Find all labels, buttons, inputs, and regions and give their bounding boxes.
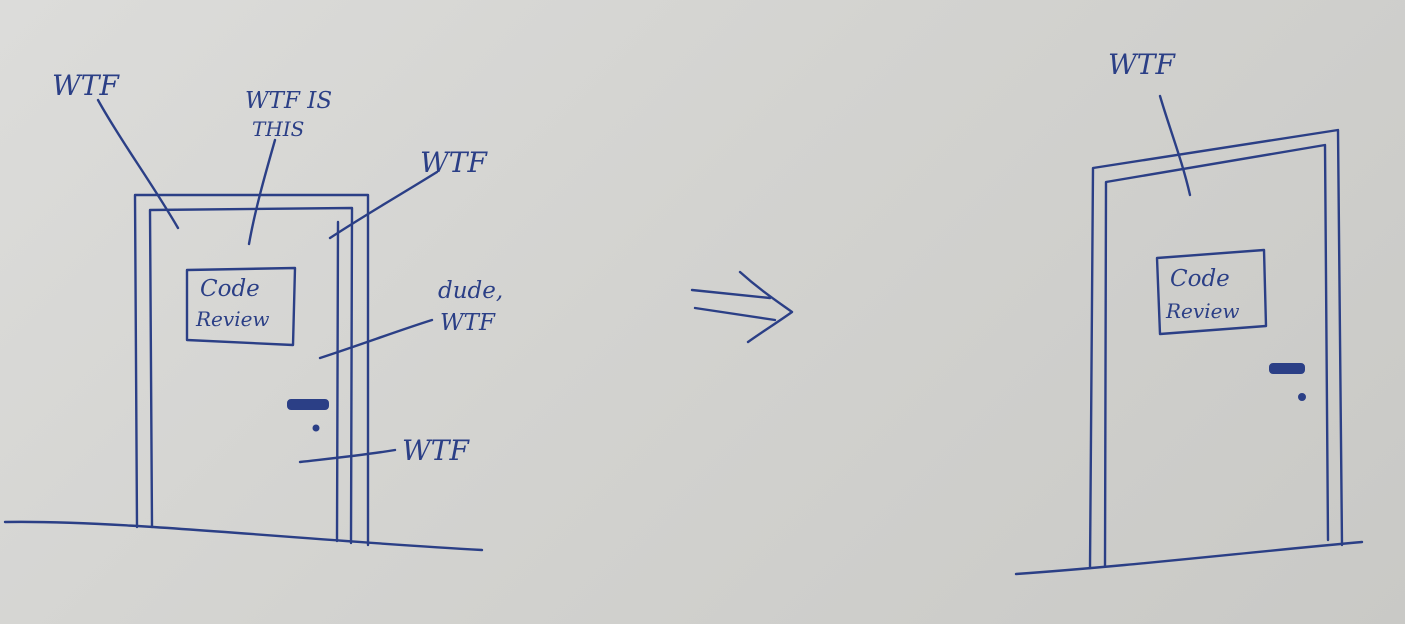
right-label-top: WTF (1108, 48, 1176, 81)
left-annotation-line-bottom-right (298, 448, 397, 464)
left-label-middle-right-1: dude, (438, 278, 503, 304)
left-label-top-center-2: THIS (252, 117, 304, 141)
left-annotation-line-top-left (96, 98, 180, 230)
left-door-jamb-line (335, 220, 340, 543)
left-door-handle (287, 399, 329, 410)
right-door-outer-frame (1088, 128, 1344, 570)
right-annotation-line-top (1158, 94, 1192, 197)
left-label-top-center-1: WTF IS (245, 88, 332, 114)
right-floor-line (1014, 540, 1364, 576)
left-sign-box (185, 266, 297, 347)
right-door-keyhole (1298, 393, 1306, 401)
left-annotation-line-top-right (328, 170, 439, 240)
left-label-middle-right-2: WTF (440, 310, 496, 336)
left-annotation-line-middle-right (318, 318, 434, 360)
left-label-top-right: WTF (420, 146, 488, 179)
left-sign-line2: Review (195, 307, 270, 331)
left-door-outer-frame (133, 193, 370, 547)
left-sign-line1: Code (200, 276, 260, 302)
right-sign-box (1155, 248, 1268, 336)
right-door-handle (1269, 363, 1305, 374)
left-label-top-left: WTF (52, 69, 120, 102)
left-door-diagram: Code Review WTF WTF IS THIS WTF dude, WT… (3, 69, 503, 552)
left-floor-line (3, 520, 484, 552)
right-sign-line1: Code (1170, 266, 1230, 292)
right-door-inner-frame (1103, 143, 1330, 568)
left-annotation-line-top-center (247, 138, 277, 246)
left-label-bottom-right: WTF (402, 434, 470, 467)
left-door-keyhole (312, 424, 320, 432)
right-sign-line2: Review (1165, 299, 1240, 323)
double-arrow-right-icon (690, 270, 794, 344)
left-door-inner-frame (148, 206, 354, 545)
right-door-diagram: Code Review WTF (1014, 48, 1364, 576)
